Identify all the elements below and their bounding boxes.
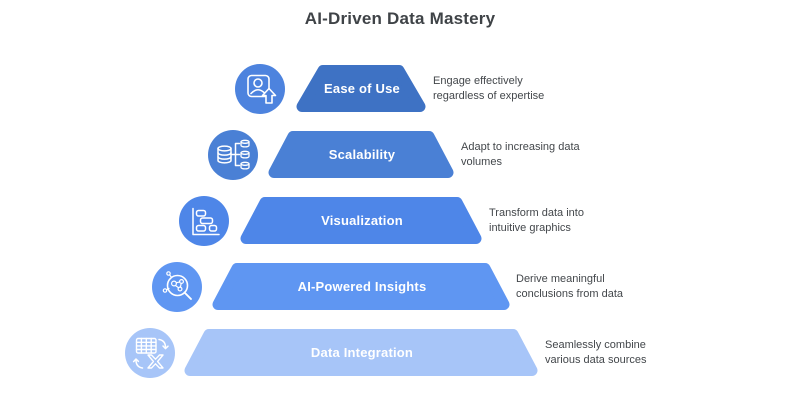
level-label: Visualization — [321, 213, 403, 228]
pyramid-level-visualization: Visualization — [180, 196, 544, 245]
diagram-title: AI-Driven Data Mastery — [304, 9, 496, 28]
level-description: Seamlessly combine various data sources — [545, 339, 647, 366]
pyramid-level-shape — [240, 197, 482, 244]
level-description: Adapt to increasing data volumes — [461, 141, 580, 168]
database-scale-icon — [208, 130, 258, 180]
level-label: Scalability — [328, 147, 396, 162]
level-description: Derive meaningful conclusions from data — [516, 273, 623, 300]
pyramid-level-shape — [296, 65, 426, 112]
gantt-chart-icon — [179, 196, 229, 246]
pyramid-level-data-integration: Data Integration — [180, 328, 544, 377]
pyramid-level-ease-of-use: Ease of Use — [180, 64, 544, 113]
pyramid-level-scalability: Scalability — [180, 130, 544, 179]
pyramid-level-shape — [212, 263, 510, 310]
pyramid-level-ai-powered-insights: AI-Powered Insights — [180, 262, 544, 311]
level-description: Engage effectively regardless of experti… — [433, 75, 545, 102]
level-label: AI-Powered Insights — [297, 279, 427, 294]
pyramid-level-shape — [184, 329, 538, 376]
insight-magnifier-icon — [152, 262, 202, 312]
level-description: Transform data into intuitive graphics — [489, 207, 584, 234]
level-label: Data Integration — [310, 345, 414, 360]
pyramid-level-shape — [268, 131, 454, 178]
data-transform-icon — [125, 328, 175, 378]
level-label: Ease of Use — [324, 81, 400, 96]
user-profile-up-icon — [235, 64, 285, 114]
